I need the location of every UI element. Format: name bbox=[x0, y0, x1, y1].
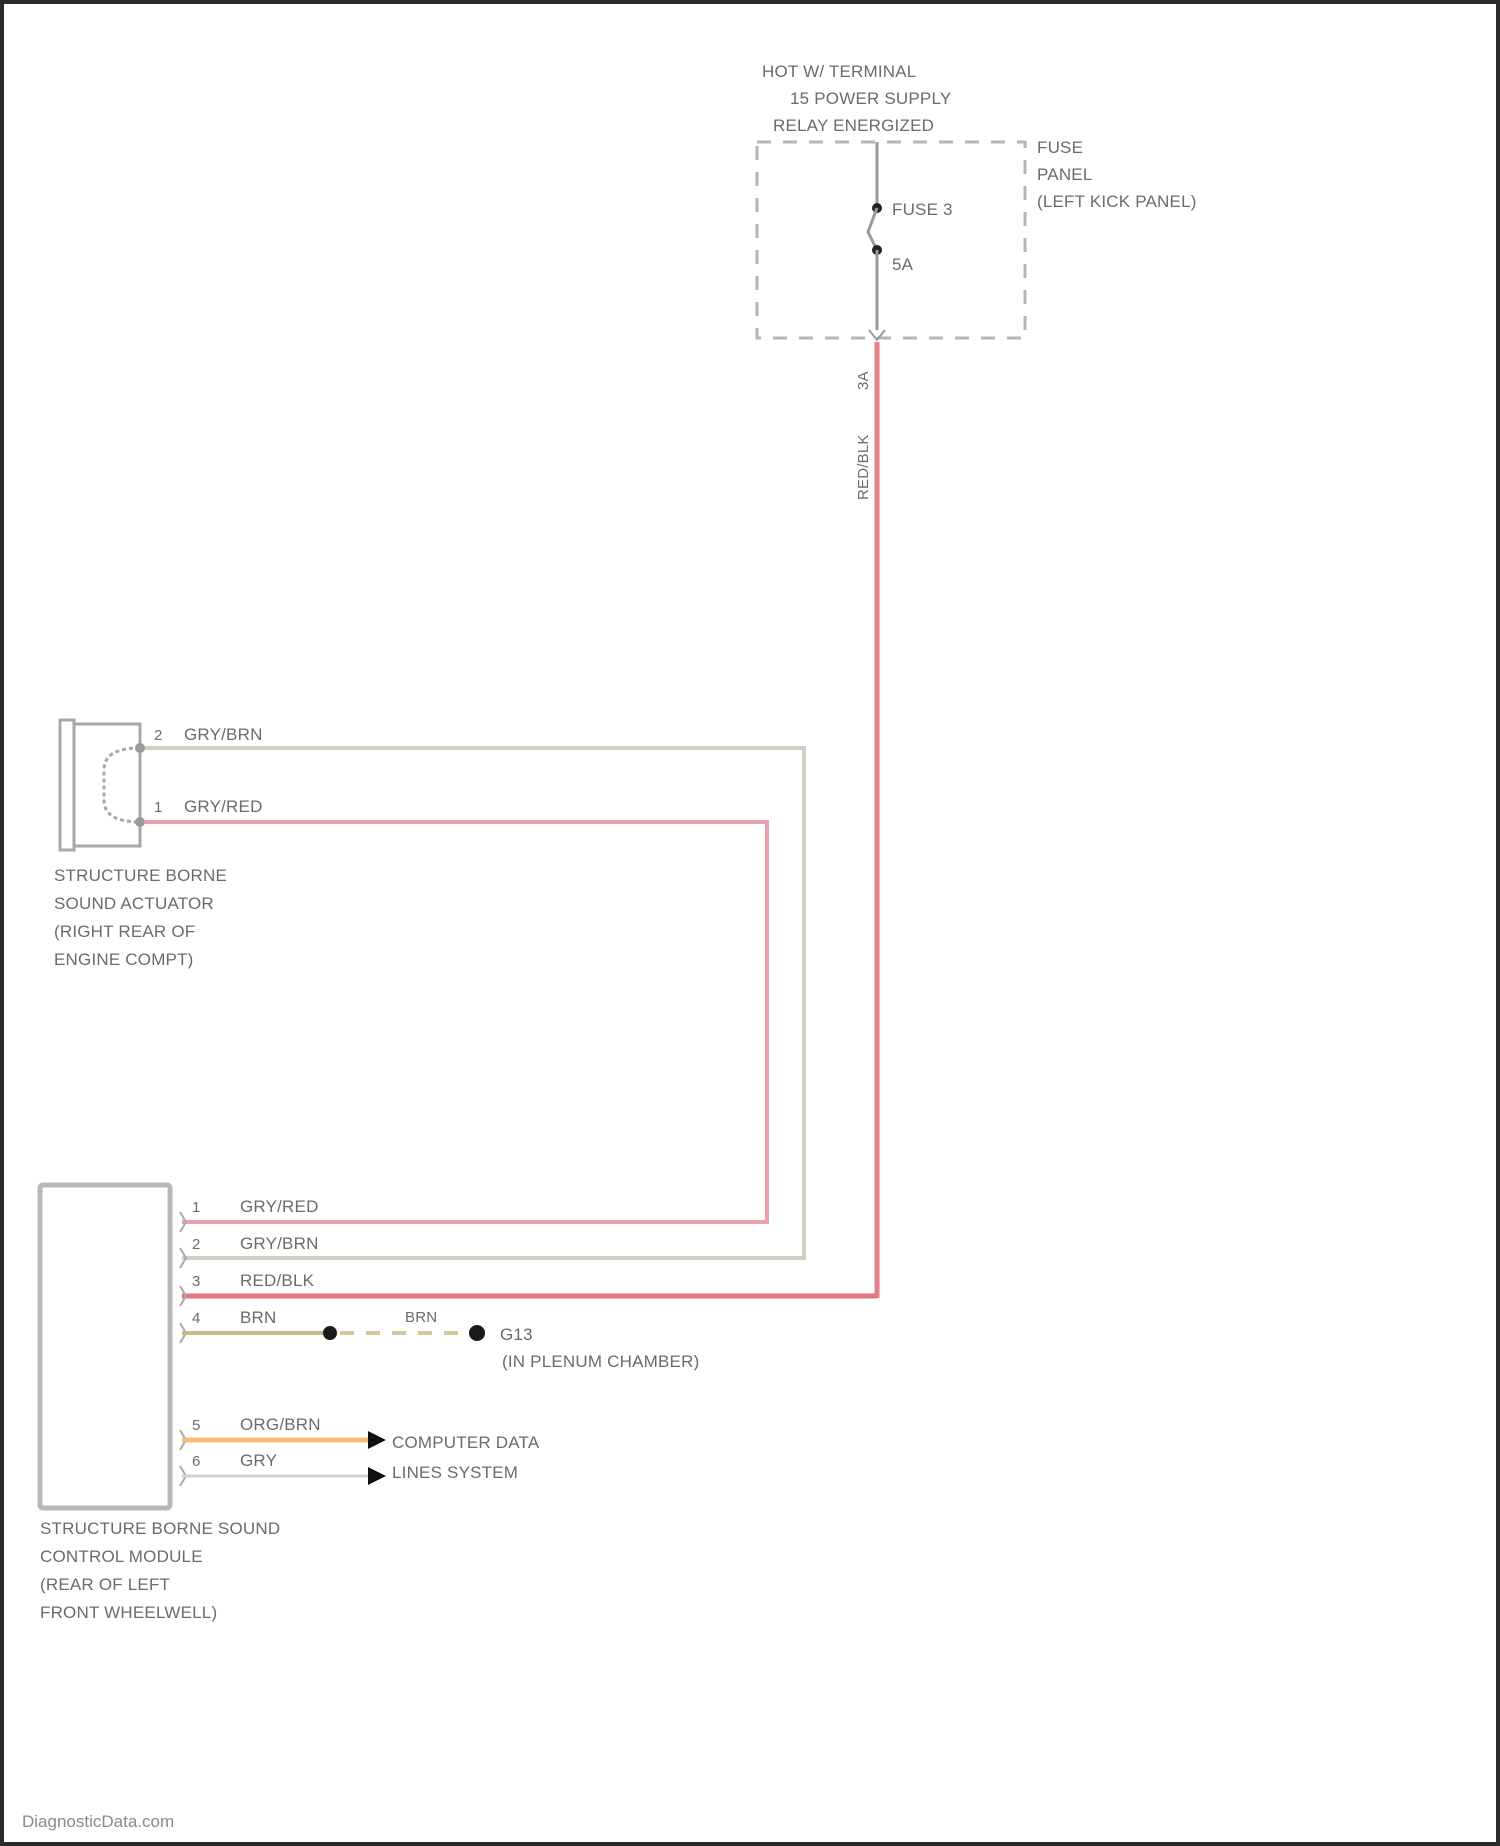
watermark: DiagnosticData.com bbox=[22, 1812, 175, 1831]
module-label-line3: (REAR OF LEFT bbox=[40, 1575, 170, 1594]
pin1-connector-icon bbox=[179, 1211, 188, 1233]
data-lines-line1: COMPUTER DATA bbox=[392, 1433, 540, 1452]
module-pin1-num: 1 bbox=[192, 1199, 201, 1216]
module-label-line1: STRUCTURE BORNE SOUND bbox=[40, 1519, 280, 1538]
fuse-panel-box bbox=[755, 140, 1027, 340]
module-pin4-num: 4 bbox=[192, 1310, 201, 1327]
fuse-rating: 5A bbox=[892, 255, 914, 274]
fuse-label: FUSE 3 bbox=[892, 200, 953, 219]
ground-icon bbox=[469, 1325, 485, 1341]
module-label-line2: CONTROL MODULE bbox=[40, 1547, 203, 1566]
actuator-coil-icon bbox=[102, 746, 141, 824]
wire-gry-red[interactable] bbox=[145, 820, 769, 1224]
actuator-pin1 bbox=[135, 817, 145, 827]
sound-actuator[interactable] bbox=[58, 718, 145, 852]
actuator-pin1-num: 1 bbox=[154, 799, 163, 816]
actuator-pin2-num: 2 bbox=[154, 727, 163, 744]
actuator-housing bbox=[74, 722, 142, 848]
wire-gry-brn[interactable] bbox=[145, 746, 806, 1260]
data-lines-line2: LINES SYSTEM bbox=[392, 1463, 518, 1482]
fuse-icon bbox=[866, 207, 879, 251]
power-source-line1: HOT W/ TERMINAL bbox=[762, 62, 916, 81]
module-pin2-num: 2 bbox=[192, 1236, 201, 1253]
module-pin5-num: 5 bbox=[192, 1417, 201, 1434]
ground-location: (IN PLENUM CHAMBER) bbox=[502, 1352, 699, 1371]
connector-icon bbox=[868, 329, 886, 342]
actuator-pin2 bbox=[135, 743, 145, 753]
ground-name: G13 bbox=[500, 1325, 533, 1344]
module-pin3-wire: RED/BLK bbox=[240, 1271, 315, 1290]
arrow-right-icon bbox=[368, 1467, 386, 1485]
splice-wire-label: BRN bbox=[405, 1309, 437, 1326]
fuse-panel-line1: FUSE bbox=[1037, 138, 1083, 157]
module-pin2-wire: GRY/BRN bbox=[240, 1234, 319, 1253]
actuator-label-line3: (RIGHT REAR OF bbox=[54, 922, 195, 941]
module-pin4-wire: BRN bbox=[240, 1308, 277, 1327]
module-pin1-wire: GRY/RED bbox=[240, 1197, 319, 1216]
actuator-label-line4: ENGINE COMPT) bbox=[54, 950, 194, 969]
actuator-pin1-wire: GRY/RED bbox=[184, 797, 263, 816]
actuator-label-line2: SOUND ACTUATOR bbox=[54, 894, 214, 913]
power-source-line3: RELAY ENERGIZED bbox=[773, 116, 934, 135]
pin3-connector-icon bbox=[179, 1285, 188, 1307]
wire-red-blk-vertical-label-group: RED/BLK 3A bbox=[855, 371, 872, 500]
module-label-line4: FRONT WHEELWELL) bbox=[40, 1603, 217, 1622]
module-pin5-wire: ORG/BRN bbox=[240, 1415, 321, 1434]
wire-red-blk-vertical-pin: 3A bbox=[855, 371, 872, 390]
fuse-panel-line3: (LEFT KICK PANEL) bbox=[1037, 192, 1197, 211]
fuse-panel-line2: PANEL bbox=[1037, 165, 1093, 184]
actuator-housing-back bbox=[58, 718, 76, 852]
actuator-pin2-wire: GRY/BRN bbox=[184, 725, 263, 744]
control-module-box[interactable] bbox=[37, 1182, 173, 1511]
module-pin6-wire: GRY bbox=[240, 1451, 277, 1470]
module-pin6-num: 6 bbox=[192, 1453, 201, 1470]
wire-red-blk-vertical-label: RED/BLK bbox=[855, 434, 872, 500]
power-source-line2: 15 POWER SUPPLY bbox=[790, 89, 951, 108]
actuator-label-line1: STRUCTURE BORNE bbox=[54, 866, 227, 885]
arrow-right-icon bbox=[368, 1431, 386, 1449]
splice-point bbox=[323, 1326, 337, 1340]
pin2-connector-icon bbox=[179, 1247, 188, 1269]
module-pin3-num: 3 bbox=[192, 1273, 201, 1290]
module-connector bbox=[179, 1211, 188, 1487]
